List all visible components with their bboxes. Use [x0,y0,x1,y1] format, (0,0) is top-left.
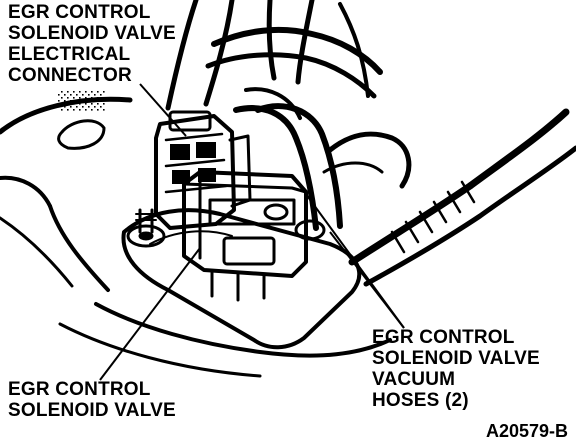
leader-hose-2 [329,231,405,329]
callout-line: EGR CONTROL [372,327,515,348]
callout-line: VACUUM [372,369,456,390]
callout-line: EGR CONTROL [8,379,151,400]
callout-solenoid-valve: EGR CONTROL SOLENOID VALVE [8,379,176,421]
leader-lines [99,83,405,381]
callout-line: SOLENOID VALVE [8,23,176,44]
mounting-bracket [58,208,392,378]
callout-vacuum-hoses: EGR CONTROL SOLENOID VALVE VACUUM HOSES … [372,327,540,411]
vacuum-hoses [233,87,343,231]
callout-electrical-connector: EGR CONTROL SOLENOID VALVE ELECTRICAL CO… [8,2,176,86]
mounting-stud [126,208,166,248]
callout-line: HOSES (2) [372,390,469,411]
engine-cover-left [0,90,133,292]
callout-line: SOLENOID VALVE [8,400,176,421]
figure-id: A20579-B [485,421,568,441]
callout-line: SOLENOID VALVE [372,348,540,369]
wiring-harness-top [165,0,383,111]
wiring-harness-right [322,108,576,287]
electrical-connector [154,110,252,230]
leader-connector [139,83,187,137]
callout-line: ELECTRICAL [8,44,131,65]
callout-line: EGR CONTROL [8,2,151,23]
leader-valve [99,247,201,381]
callout-line: CONNECTOR [8,65,132,86]
